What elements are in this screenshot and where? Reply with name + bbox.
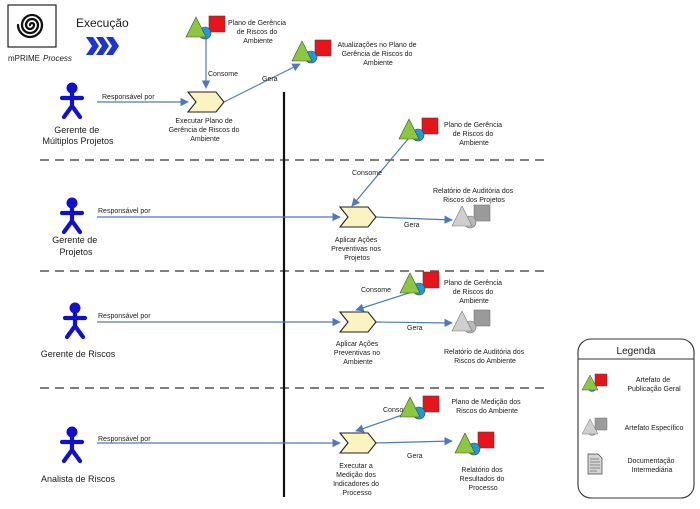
connector-generates [223, 63, 301, 103]
generates-label: Gera [404, 222, 420, 229]
activity-label: Executar Plano de Gerência de Riscos do … [169, 118, 242, 143]
activity-label: Aplicar Ações Preventivas nos Projetos [331, 237, 383, 262]
actor-icon [59, 197, 85, 235]
role-name: Gerente de Múltiplos Projetos [42, 125, 114, 146]
specific-artifact-icon [581, 417, 608, 436]
legend-item-label: Artefato de Publicação Geral [627, 377, 681, 393]
connector-consumes [355, 412, 409, 433]
activity-shape[interactable] [338, 206, 377, 228]
role-name: Gerente de Projetos [52, 235, 100, 257]
consumes-label: Consome [361, 287, 391, 294]
general-artifact-icon[interactable] [291, 39, 332, 64]
role-name: Gerente de Riscos [41, 349, 116, 359]
artifact-label: Plano de Medição dos Riscos do Ambiente [451, 399, 522, 415]
artifact-label: Relatório dos Resultados do Processo [460, 467, 507, 492]
role-name: Analista de Riscos [41, 474, 116, 484]
artifact-label: Plano de Gerência de Riscos do Ambiente [444, 122, 504, 147]
consumes-label: Consome [383, 407, 413, 414]
legend-item-label: Documentação Intermediária [627, 458, 676, 474]
responsible-label: Responsável por [98, 208, 151, 215]
artifact-label: Plano de Gerência de Riscos do Ambiente [228, 20, 288, 45]
generates-label: Gera [262, 76, 278, 83]
general-artifact-icon [581, 373, 608, 392]
document-icon [587, 453, 603, 475]
general-artifact-icon[interactable] [399, 271, 440, 296]
legend-item-label: Artefato Específico [625, 425, 684, 432]
general-artifact-icon[interactable] [399, 395, 440, 420]
chevron-arrows-icon [86, 37, 119, 55]
responsible-label: Responsável por [98, 436, 151, 443]
specific-artifact-icon[interactable] [451, 204, 491, 229]
connector-consumes [355, 291, 413, 312]
activity-label: Executar a Medição dos Indicadores do Pr… [333, 463, 381, 497]
activity-shape[interactable] [338, 311, 377, 333]
general-artifact-icon[interactable] [185, 15, 226, 40]
connector-generates [374, 215, 453, 224]
general-artifact-icon[interactable] [398, 117, 439, 142]
consumes-label: Consome [208, 71, 238, 78]
artifact-label: Relatório de Auditória dos Riscos dos Pr… [433, 188, 515, 204]
artifact-label: Plano de Gerência de Riscos do Ambiente [444, 280, 504, 305]
process-title: Execução [76, 16, 129, 30]
legend-box: Legenda Artefato de Publicação Geral Art… [577, 338, 695, 499]
activity-label: Aplicar Ações Preventivas no Ambiente [334, 341, 382, 366]
legend-title: Legenda [617, 346, 656, 357]
activity-shape[interactable] [186, 91, 225, 113]
general-artifact-icon[interactable] [454, 431, 495, 456]
spiral-logo-icon [16, 13, 44, 39]
activity-shape[interactable] [338, 432, 377, 454]
actor-icon [59, 82, 85, 120]
connector-consumes [351, 138, 409, 207]
artifact-label: Atualizações no Plano de Gerência de Ris… [338, 42, 419, 67]
actor-icon [59, 426, 85, 464]
actor-icon [62, 302, 88, 340]
responsible-label: Responsável por [98, 313, 151, 320]
connector-generates [374, 318, 453, 328]
generates-label: Gera [407, 453, 423, 460]
generates-label: Gera [407, 325, 423, 332]
responsible-label: Responsável por [102, 94, 155, 101]
specific-artifact-icon[interactable] [451, 309, 491, 334]
connector-generates [374, 436, 453, 446]
artifact-label: Relatório de Auditória dos Riscos do Amb… [444, 349, 526, 365]
logo-box [7, 4, 57, 48]
consumes-label: Consome [352, 170, 382, 177]
